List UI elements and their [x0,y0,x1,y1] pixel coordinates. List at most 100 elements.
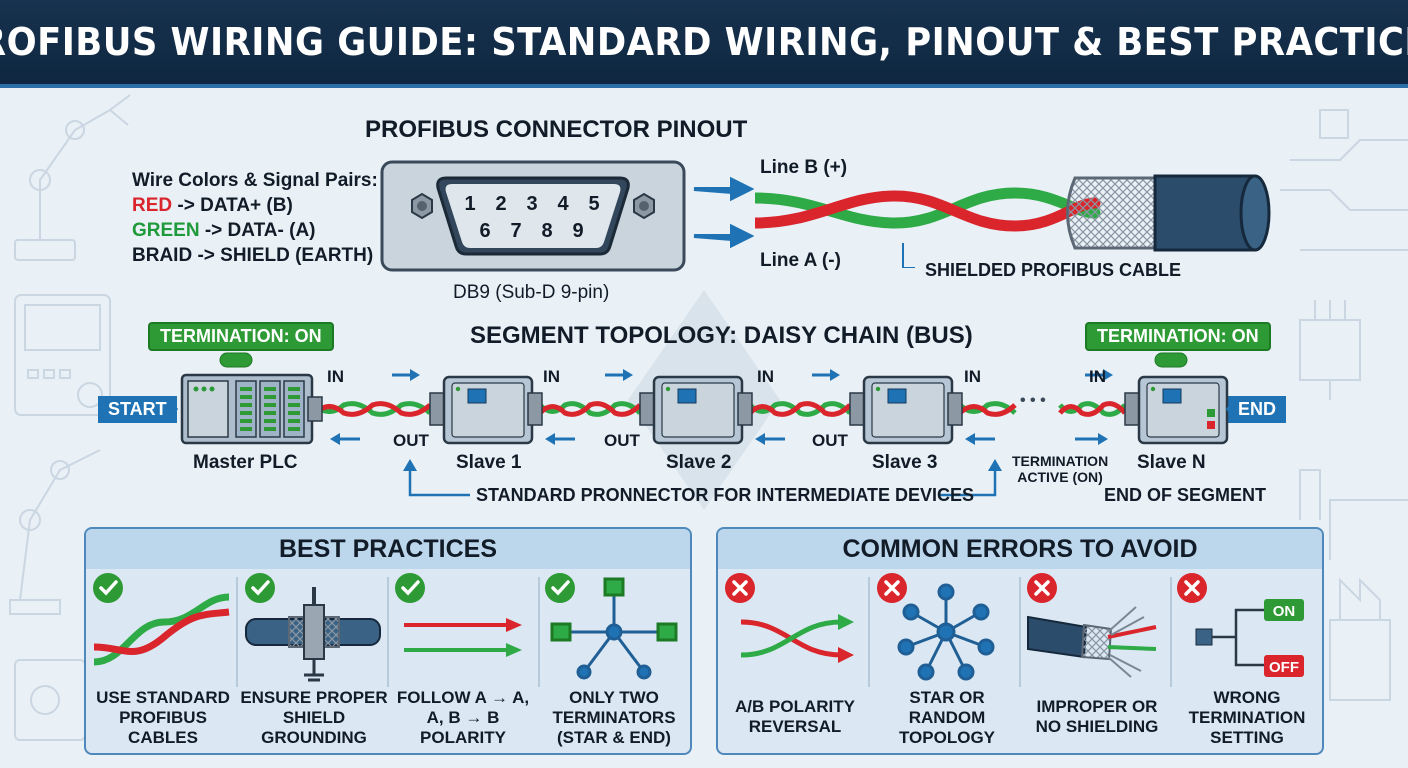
ellipsis: • • • [1020,392,1046,409]
termination-switch-icon [219,352,253,368]
in-label: IN [964,367,981,386]
termination-switch-icon [1154,352,1188,368]
device-label-slave2: Slave 2 [666,452,732,473]
legend-row-red: RED -> DATA+ (B) [132,193,378,218]
star-topology-icon [897,583,995,681]
line-a-label: Line A (-) [760,250,841,271]
connector-arrows [693,176,754,249]
termination-end-badge: TERMINATION: ON [1085,322,1271,351]
arrow-left-icon [330,433,340,445]
pinout-title: PROFIBUS CONNECTOR PINOUT [365,116,748,143]
bp-label-1: USE STANDARD PROFIBUS CABLES [96,688,230,747]
bus-wire-red [1058,401,1127,417]
star-network-icon [550,577,678,680]
pin-number: 8 [541,220,552,242]
topology-diagram [168,352,1236,497]
line-b-label: Line B (+) [760,157,848,178]
device-label-slaven: Slave N [1137,452,1206,473]
bp-label-2: ENSURE PROPER SHIELD GROUNDING [240,688,388,747]
arrow-left-icon [755,433,765,445]
robot-arm-icon [14,94,131,261]
page-title: PROFIBUS WIRING GUIDE: STANDARD WIRING, … [0,20,1408,64]
bracket-label: STANDARD PRONNECTOR FOR INTERMEDIATE DEV… [476,485,975,505]
check-icon [93,573,123,603]
arrow-right-icon [1103,369,1113,381]
arrow-right-icon [693,223,754,249]
best-practices-icons [93,573,678,687]
arrow-right-icon [693,176,754,202]
slave-device-icon [639,375,753,445]
device-label-slave3: Slave 3 [872,452,938,473]
on-off-switch-icon: ON OFF [1195,599,1304,677]
termination-active-label: TERMINATION ACTIVE (ON) [1012,453,1109,485]
cable-label: SHIELDED PROFIBUS CABLE [925,260,1182,280]
ce-label-4: WRONG TERMINATION SETTING [1188,688,1306,747]
bus-wire-red [958,403,1017,417]
shield-clamp-icon [245,587,381,682]
pin-number: 5 [588,193,599,215]
parallel-arrows-icon [404,618,522,657]
arrow-left-icon [965,433,975,445]
slave-device-icon [849,375,963,445]
pin-number: 9 [572,220,583,242]
end-of-segment-label: END OF SEGMENT [1104,485,1267,505]
legend-red-rest: -> DATA+ (B) [172,195,293,216]
error-x-icon [1027,573,1057,603]
robot-arm-lower-icon [9,449,101,741]
common-errors-icons: ON OFF [725,573,1304,687]
crossed-arrows-icon [740,614,854,663]
arrow-right-icon [410,369,420,381]
check-icon [395,573,425,603]
slave-n-icon [1124,375,1229,445]
pin-number: 7 [510,220,521,242]
pin-number: 4 [557,193,569,215]
arrow-right-icon [623,369,633,381]
termination-start-badge: TERMINATION: ON [148,322,334,351]
pin-number: 2 [495,193,506,215]
legend-title: Wire Colors & Signal Pairs: [132,170,378,191]
ce-label-1: A/B POLARITY REVERSAL [735,697,855,736]
out-label: OUT [393,431,429,450]
factory-icon [1299,469,1408,701]
legend-green-word: GREEN [132,220,200,241]
bus-wire-red [748,401,852,417]
bp-label-4: ONLY TWO TERMINATORS (STAR & END) [552,688,676,747]
pin-number: 3 [526,193,537,215]
header-banner: PROFIBUS WIRING GUIDE: STANDARD WIRING, … [0,0,1408,88]
master-plc-icon [180,373,323,445]
switch-off-text: OFF [1269,659,1299,676]
ce-label-2: STAR OR RANDOM TOPOLOGY [898,688,996,747]
check-icon [545,573,575,603]
legend-braid-word: BRAID [132,245,193,266]
ce-label-3: IMPROPER OR NO SHIELDING [1035,697,1159,736]
in-label: IN [543,367,560,386]
in-label: IN [327,367,344,386]
end-tag: END [1228,396,1287,423]
bus-wire-green [1058,401,1127,417]
common-errors-panel: COMMON ERRORS TO AVOID [716,527,1324,755]
in-label: IN [1089,367,1106,386]
error-x-icon [725,573,755,603]
out-label: OUT [604,431,640,450]
legend-row-green: GREEN -> DATA- (A) [132,218,378,243]
switch-on-text: ON [1273,603,1296,620]
pin-number: 1 [464,193,475,215]
legend-row-braid: BRAID -> SHIELD (EARTH) [132,243,378,268]
wire-legend: Wire Colors & Signal Pairs: RED -> DATA+… [132,168,378,268]
topology-title: SEGMENT TOPOLOGY: DAISY CHAIN (BUS) [470,322,973,349]
device-label-master: Master PLC [193,452,298,473]
pin-number: 6 [479,220,490,242]
arrow-left-icon [545,433,555,445]
hmi-panel-icon [14,294,111,416]
slave-device-icon [429,375,543,445]
bus-wire-red [538,401,642,417]
common-errors-title: COMMON ERRORS TO AVOID [718,529,1322,569]
error-x-icon [1177,573,1207,603]
circuit-traces-icon [1280,109,1408,400]
legend-green-rest: -> DATA- (A) [199,220,316,241]
twisted-cable-icon [93,593,230,666]
legend-red-word: RED [132,195,173,216]
arrow-right-icon [1098,433,1108,445]
in-label: IN [757,367,774,386]
